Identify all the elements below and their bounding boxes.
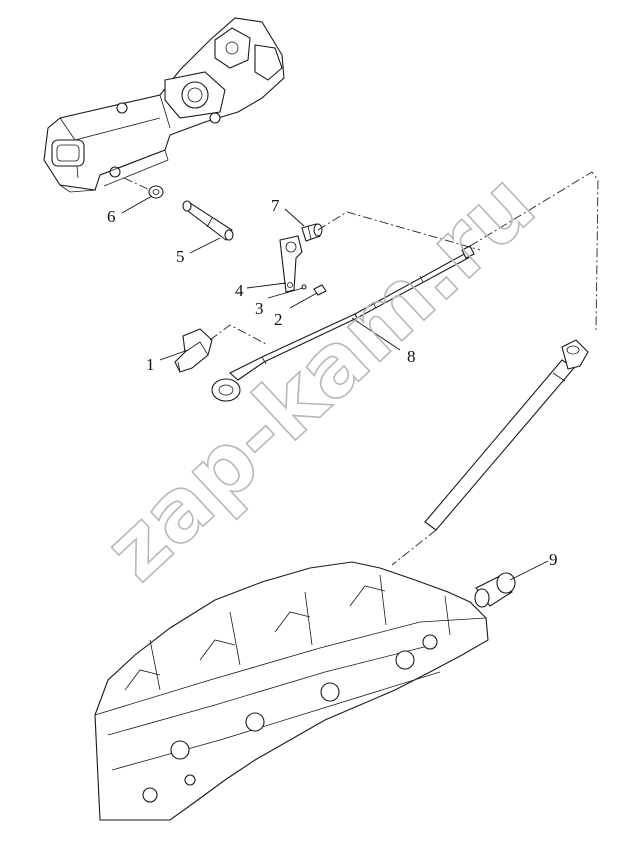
plug — [474, 572, 516, 608]
callout-1: 1 — [146, 355, 155, 374]
callout-labels: 6 5 7 4 3 2 1 8 9 — [107, 196, 558, 569]
callout-8: 8 — [407, 347, 416, 366]
dipstick — [211, 245, 475, 402]
bracket — [279, 235, 303, 293]
assembly-centerlines — [123, 171, 599, 566]
exhaust-manifold — [43, 17, 285, 193]
cylinder-block — [94, 561, 489, 821]
clamp — [174, 328, 213, 373]
callout-5: 5 — [176, 247, 185, 266]
callout-4: 4 — [235, 281, 244, 300]
watermark-text: zap-kam.ru — [86, 155, 554, 601]
spacer-sleeve — [182, 200, 234, 241]
callout-2: 2 — [274, 310, 283, 329]
callout-9: 9 — [549, 550, 558, 569]
leader-lines — [121, 195, 549, 581]
callout-7: 7 — [271, 196, 280, 215]
callout-6: 6 — [107, 207, 116, 226]
banjo-bolt — [301, 223, 323, 242]
dipstick-guide-tube — [424, 339, 589, 531]
callout-3: 3 — [255, 299, 264, 318]
seal-washer — [148, 185, 164, 199]
